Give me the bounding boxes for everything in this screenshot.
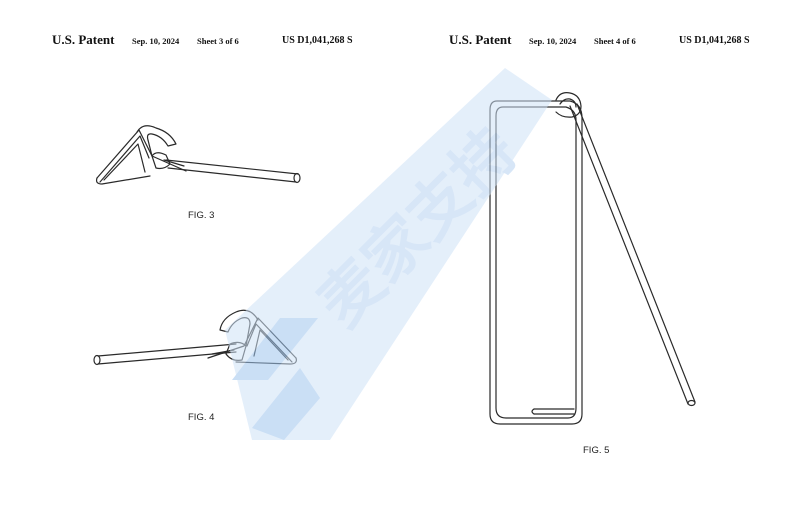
patent-header-title: U.S. Patent xyxy=(52,32,115,47)
fig-3-drawing xyxy=(95,125,301,185)
patent-header-sheet: Sheet 4 of 6 xyxy=(594,36,636,46)
patent-header-title: U.S. Patent xyxy=(449,32,512,47)
watermark-logo xyxy=(232,318,320,440)
patent-header-number: US D1,041,268 S xyxy=(679,35,750,46)
fig-3-caption: FIG. 3 xyxy=(188,210,215,221)
fig-4-caption: FIG. 4 xyxy=(188,412,215,423)
patent-header-number: US D1,041,268 S xyxy=(282,35,353,46)
fig-5-caption: FIG. 5 xyxy=(583,445,610,456)
patent-sheet-left: U.S. Patent Sep. 10, 2024 Sheet 3 of 6 U… xyxy=(52,32,353,423)
watermark: 麦家支持 xyxy=(225,68,552,440)
patent-header-date: Sep. 10, 2024 xyxy=(529,36,577,46)
watermark-band xyxy=(225,68,552,440)
patent-sheet-right: U.S. Patent Sep. 10, 2024 Sheet 4 of 6 U… xyxy=(400,0,800,520)
patent-header-date: Sep. 10, 2024 xyxy=(132,36,180,46)
patent-header-sheet: Sheet 3 of 6 xyxy=(197,36,239,46)
